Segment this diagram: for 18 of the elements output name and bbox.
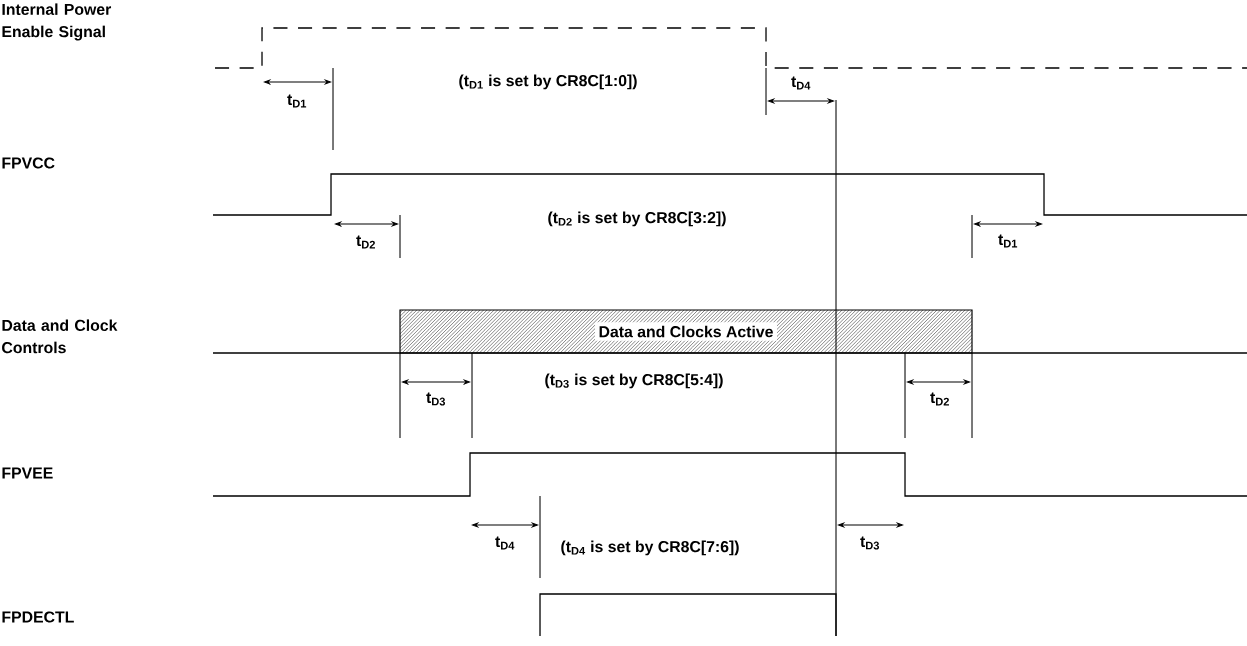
note: (t$_{D1}$ is set by CR8C[1:0]): [459, 74, 637, 90]
note: (t$_{D2}$ is set by CR8C[3:2]): [548, 211, 726, 227]
dimension-label: t$_{D3}$: [426, 392, 446, 406]
note: (t$_{D3}$ is set by CR8C[5:4]): [545, 373, 723, 389]
dimension-label: t$_{D3}$: [860, 536, 880, 550]
signal-name: FPDECTL: [2, 611, 74, 623]
signal-name: Internal Power Enable Signal: [2, 3, 112, 41]
dimension-label: t$_{D4}$: [791, 76, 811, 90]
dimension-label: t$_{D4}$: [495, 536, 515, 550]
dimension-label: t$_{D1}$: [287, 94, 307, 108]
signal-name: FPVCC: [2, 157, 55, 169]
dimension-label: t$_{D2}$: [930, 392, 949, 406]
note: (t$_{D4}$ is set by CR8C[7:6]): [561, 540, 739, 556]
signal-name: Data and Clock Controls: [2, 319, 118, 354]
hatched-bar: Data and Clocks Active: [399, 309, 973, 354]
dimension-label: t$_{D2}$: [356, 235, 375, 249]
signal-name: FPVEE: [2, 467, 53, 479]
dimension-label: t$_{D1}$: [998, 234, 1018, 248]
